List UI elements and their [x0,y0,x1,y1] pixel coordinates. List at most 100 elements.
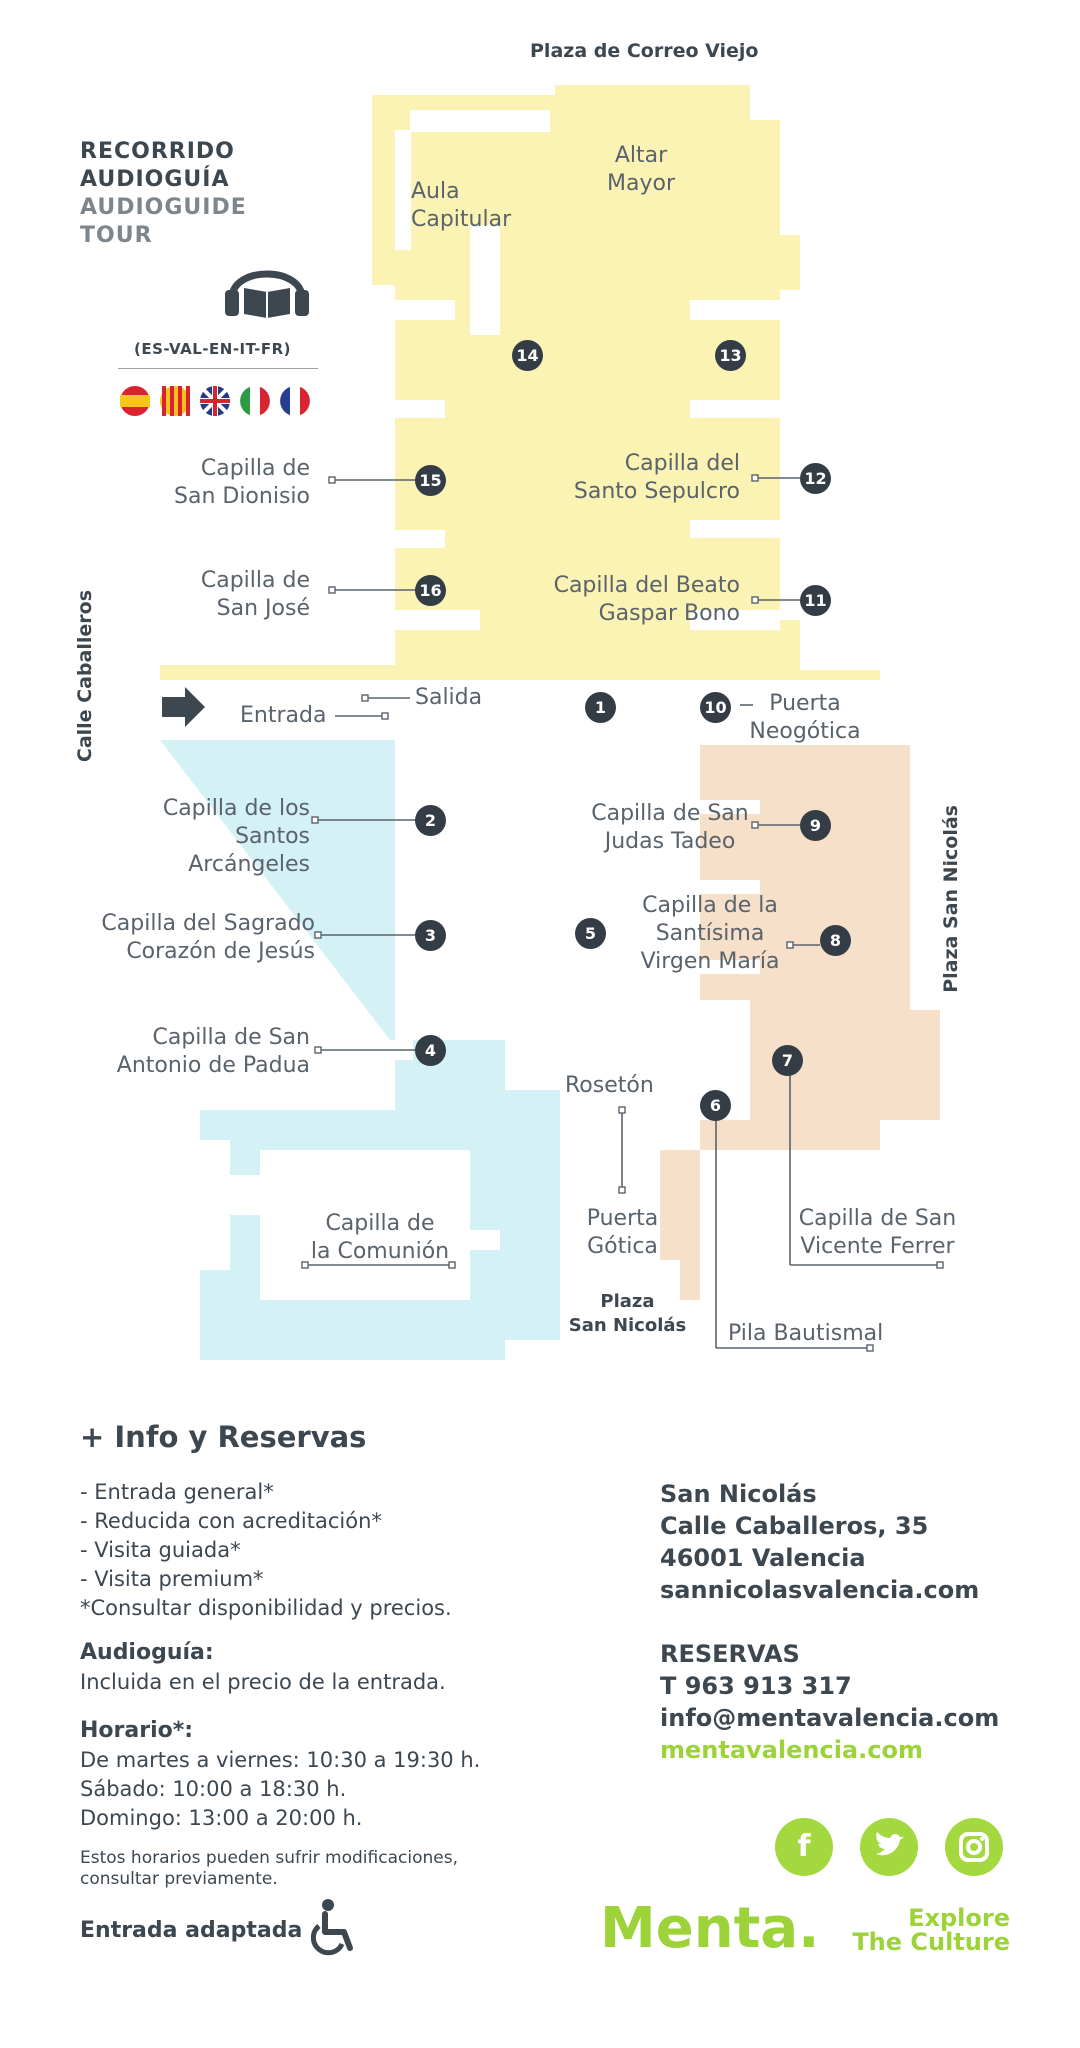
marker-11[interactable]: 11 [800,585,831,616]
info-list-item: *Consultar disponibilidad y precios. [80,1596,452,1620]
arrow-right-icon [162,687,205,727]
place-capilla-san-dionisio-text: Capilla de San Dionisio [174,456,310,509]
marker-1[interactable]: 1 [585,692,616,723]
place-capilla-beato-gaspar: Capilla del Beato Gaspar Bono [540,572,740,628]
place-capilla-san-jose: Capilla de San José [160,567,310,623]
street-bottom: Plaza San Nicolás [560,1290,695,1338]
twitter-icon[interactable] [860,1818,918,1876]
floor-plan [160,85,944,1360]
wheelchair-icon [310,1899,353,1956]
info-list-item: - Visita premium* [80,1567,264,1591]
place-altar-mayor-text: Altar Mayor [607,143,675,196]
marker-7[interactable]: 7 [772,1045,803,1076]
street-top: Plaza de Correo Viejo [530,40,759,62]
flag-spain-icon [120,386,150,416]
languages: (ES-VAL-EN-IT-FR) [134,340,292,358]
place-capilla-san-jose-text: Capilla de San José [200,568,310,621]
contact-city: 46001 Valencia [660,1544,866,1572]
instagram-camera-shape [959,1832,989,1862]
horario-list: De martes a viernes: 10:30 a 19:30 h. Sá… [80,1746,480,1833]
marker-13[interactable]: 13 [715,340,746,371]
info-list-item: - Reducida con acreditación* [80,1509,382,1533]
place-capilla-virgen-maria-text: Capilla de la Santísima Virgen María [640,893,780,974]
marker-12[interactable]: 12 [800,463,831,494]
marker-9[interactable]: 9 [800,810,831,841]
place-capilla-san-judas: Capilla de San Judas Tadeo [585,800,755,856]
place-capilla-sagrado-corazon-text: Capilla del Sagrado Corazón de Jesús [101,911,315,964]
place-capilla-beato-gaspar-text: Capilla del Beato Gaspar Bono [553,573,740,626]
place-capilla-santos-arcangeles-text: Capilla de los Santos Arcángeles [162,796,310,877]
place-capilla-comunion: Capilla de la Comunión [305,1210,455,1266]
horario-line: Domingo: 13:00 a 20:00 h. [80,1806,363,1830]
tour-title: RECORRIDO AUDIOGUÍA AUDIOGUIDE TOUR [80,138,247,250]
language-flags [120,386,310,416]
street-right: Plaza San Nicolás [940,805,962,993]
leader-ends [301,474,944,1352]
tour-title-en-2: TOUR [80,223,153,248]
contact-street: Calle Caballeros, 35 [660,1512,929,1540]
place-capilla-santo-sepulcro-text: Capilla del Santo Sepulcro [573,451,740,504]
marker-10[interactable]: 10 [700,692,731,723]
place-aula-capitular-text: Aula Capitular [411,179,512,232]
place-capilla-virgen-maria: Capilla de la Santísima Virgen María [630,892,790,976]
place-aula-capitular: Aula Capitular [411,178,511,234]
place-capilla-san-vicente-text: Capilla de San Vicente Ferrer [798,1206,957,1259]
instagram-icon[interactable] [945,1818,1003,1876]
place-pila-bautismal: Pila Bautismal [728,1321,884,1346]
brand-logo: Menta. [600,1896,820,1961]
horario-heading: Horario*: [80,1718,194,1743]
place-puerta-gotica: Puerta Gótica [570,1205,675,1261]
place-salida: Salida [415,685,483,710]
place-capilla-san-dionisio: Capilla de San Dionisio [160,455,310,511]
place-capilla-comunion-text: Capilla de la Comunión [310,1211,450,1264]
place-puerta-gotica-text: Puerta Gótica [586,1206,659,1259]
marker-8[interactable]: 8 [820,925,851,956]
place-capilla-san-vicente: Capilla de San Vicente Ferrer [790,1205,965,1261]
contact-phone[interactable]: T 963 913 317 [660,1672,852,1700]
street-left: Calle Caballeros [74,590,96,763]
marker-16[interactable]: 16 [415,575,446,606]
twitter-bird-shape [876,1832,904,1856]
brand-tagline-1: Explore [908,1904,1010,1932]
place-capilla-san-antonio-text: Capilla de San Antonio de Padua [116,1025,310,1078]
place-puerta-neogotica: Puerta Neogótica [735,690,875,746]
marker-5[interactable]: 5 [575,918,606,949]
marker-4[interactable]: 4 [415,1035,446,1066]
marker-2[interactable]: 2 [415,805,446,836]
place-puerta-neogotica-text: Puerta Neogótica [749,691,861,744]
tour-title-es-1: RECORRIDO [80,139,235,164]
horario-note-line: consultar previamente. [80,1869,278,1889]
info-title: + Info y Reservas [80,1420,367,1454]
headphones-book-icon [225,270,309,318]
horario-note: Estos horarios pueden sufrir modificacio… [80,1848,458,1890]
place-capilla-sagrado-corazon: Capilla del Sagrado Corazón de Jesús [90,910,315,966]
leader-lines [305,477,940,1349]
contact-web2[interactable]: mentavalencia.com [660,1736,923,1764]
brand-tagline: Explore The Culture [850,1906,1010,1954]
audioguia-text: Incluida en el precio de la entrada. [80,1670,446,1694]
place-capilla-san-antonio: Capilla de San Antonio de Padua [110,1024,310,1080]
contact-web[interactable]: sannicolasvalencia.com [660,1576,980,1604]
place-roseton: Rosetón [565,1073,654,1098]
contact-address: San Nicolás Calle Caballeros, 35 46001 V… [660,1478,979,1606]
contact-reservas-heading: RESERVAS [660,1640,800,1668]
horario-line: De martes a viernes: 10:30 a 19:30 h. [80,1748,481,1772]
flag-france-icon [280,386,310,416]
marker-15[interactable]: 15 [415,465,446,496]
contact-name: San Nicolás [660,1480,817,1508]
info-list-item: - Entrada general* [80,1480,274,1504]
zone-southeast-inner [700,800,760,974]
place-entrada: Entrada [240,703,327,728]
tour-title-es-2: AUDIOGUÍA [80,167,230,192]
info-list-item: - Visita guiada* [80,1538,241,1562]
audioguia-heading: Audioguía: [80,1640,214,1665]
contact-email[interactable]: info@mentavalencia.com [660,1704,1000,1732]
marker-3[interactable]: 3 [415,920,446,951]
marker-6[interactable]: 6 [700,1090,731,1121]
place-capilla-santos-arcangeles: Capilla de los Santos Arcángeles [110,795,310,879]
facebook-icon[interactable]: f [775,1818,833,1876]
horario-line: Sábado: 10:00 a 18:30 h. [80,1777,347,1801]
zone-southwest-inner [230,760,500,1300]
marker-14[interactable]: 14 [512,340,543,371]
info-list: - Entrada general* - Reducida con acredi… [80,1478,452,1623]
